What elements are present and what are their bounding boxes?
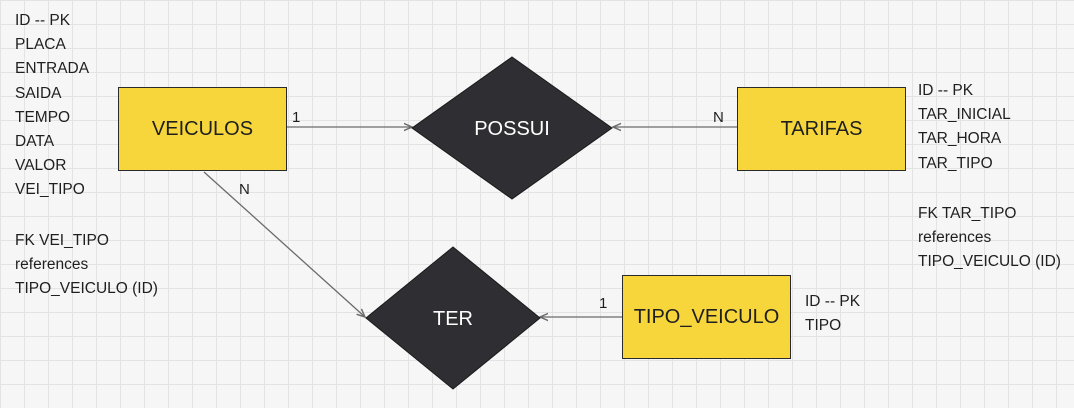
veiculos-attributes: ID -- PK PLACA ENTRADA SAIDA TEMPO DATA … xyxy=(15,9,89,203)
attribute-text: PLACA xyxy=(15,36,66,54)
entity-veiculos[interactable]: VEICULOS xyxy=(118,87,287,171)
tipo-veiculo-attributes: ID -- PK TIPO xyxy=(805,290,860,338)
tarifas-foreign-key: FK TAR_TIPO references TIPO_VEICULO (ID) xyxy=(918,202,1061,275)
entity-tipo-veiculo-label: TIPO_VEICULO xyxy=(633,305,780,328)
cardinality-veiculos-ter: N xyxy=(239,181,250,198)
entity-tarifas-label: TARIFAS xyxy=(780,117,863,140)
tarifas-attributes: ID -- PK TAR_INICIAL TAR_HORA TAR_TIPO xyxy=(918,79,1011,176)
foreign-key-text: FK VEI_TIPO xyxy=(15,232,109,249)
entity-tipo-veiculo[interactable]: TIPO_VEICULO xyxy=(622,275,791,359)
attribute-text: VEI_TIPO xyxy=(15,181,85,199)
foreign-key-text: FK TAR_TIPO xyxy=(918,205,1017,222)
cardinality-tipo-veiculo-ter: 1 xyxy=(599,295,608,312)
attribute-text: ENTRADA xyxy=(15,60,90,78)
foreign-key-text: references xyxy=(918,229,992,247)
entity-veiculos-label: VEICULOS xyxy=(151,117,254,140)
connector-veiculos-ter xyxy=(203,171,365,317)
relationship-ter-diamond[interactable]: TER xyxy=(365,246,541,390)
foreign-key-text: TIPO_VEICULO (ID) xyxy=(918,253,1061,271)
entity-tarifas[interactable]: TARIFAS xyxy=(737,87,906,171)
attribute-text: ID -- PK xyxy=(805,293,861,310)
cardinality-veiculos-possui: 1 xyxy=(292,109,301,126)
foreign-key-text: TIPO_VEICULO (ID) xyxy=(15,280,158,298)
attribute-text: VALOR xyxy=(15,157,67,175)
attribute-text: TAR_INICIAL xyxy=(918,106,1011,124)
relationship-possui-label: POSSUI xyxy=(474,118,550,140)
attribute-text: ID -- PK xyxy=(15,12,71,29)
attribute-text: TIPO xyxy=(805,317,842,335)
attribute-text: TAR_TIPO xyxy=(918,154,993,172)
attribute-text: ID -- PK xyxy=(918,82,974,99)
veiculos-foreign-key: FK VEI_TIPO references TIPO_VEICULO (ID) xyxy=(15,229,158,302)
foreign-key-text: references xyxy=(15,256,89,274)
relationship-possui-diamond[interactable]: POSSUI xyxy=(411,56,613,200)
attribute-text: TEMPO xyxy=(15,108,71,126)
cardinality-tarifas-possui: N xyxy=(713,109,724,126)
relationship-ter-label: TER xyxy=(433,308,473,330)
attribute-text: DATA xyxy=(15,132,55,150)
attribute-text: TAR_HORA xyxy=(918,130,1002,148)
attribute-text: SAIDA xyxy=(15,84,62,102)
